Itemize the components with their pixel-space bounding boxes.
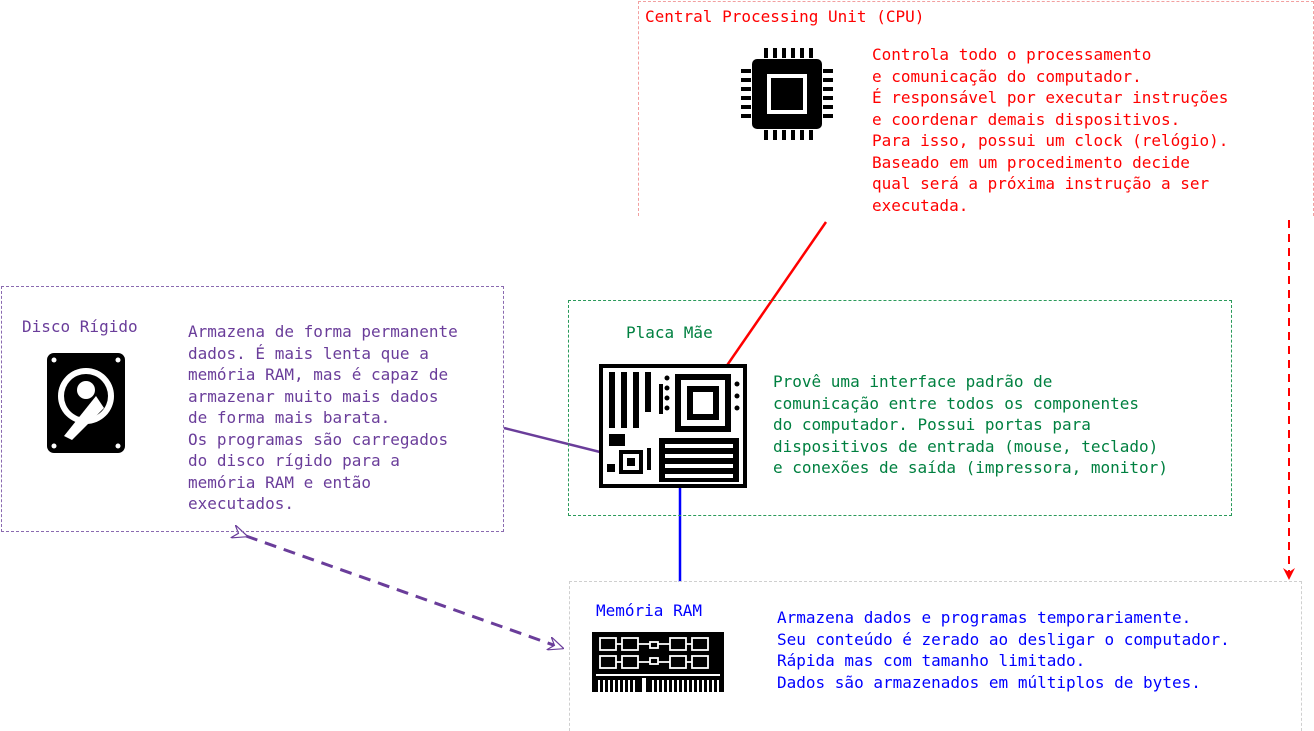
description-line: executada. (872, 195, 969, 215)
description-line: É responsável por executar instruções (872, 88, 1229, 107)
description-line: e conexões de saída (impressora, monitor… (773, 458, 1168, 477)
description-line: comunicação entre todos os componentes (773, 393, 1140, 413)
description-line: Armazena de forma permanente (188, 322, 458, 341)
disk-ram-bidirectional-arrow (246, 536, 562, 648)
description-line: Rápida mas com tamanho limitado. (777, 651, 1086, 670)
disk-to-motherboard-arrow (503, 426, 618, 460)
description-line: Provê uma interface padrão de (773, 372, 1053, 391)
disk-group (1, 286, 504, 532)
ram-description: Armazena dados e programas temporariamen… (777, 607, 1230, 693)
description-line: e coordenar demais dispositivos. (872, 109, 1181, 129)
cpu-description: Controla todo o processamento e comunicaç… (872, 44, 1228, 216)
description-line: Para isso, possui um clock (relógio). (872, 131, 1229, 150)
description-line: qual será a próxima instrução a ser (872, 174, 1210, 193)
description-line: Dados são armazenados em múltiplos de by… (777, 672, 1201, 692)
description-line: Armazena dados e programas temporariamen… (777, 608, 1192, 627)
ram-module-icon (592, 632, 724, 698)
description-line: Controla todo o processamento (872, 45, 1152, 64)
motherboard-icon (599, 364, 747, 492)
description-line: dados. É mais lenta que a (188, 343, 429, 363)
motherboard-group (568, 300, 1232, 516)
ram-group (569, 581, 1302, 731)
motherboard-description: Provê uma interface padrão de comunicação… (773, 371, 1168, 479)
description-line: armazenar muito mais dados (188, 386, 439, 406)
disk-description: Armazena de forma permanente dados. É mai… (188, 321, 458, 515)
description-line: memória RAM e então (188, 472, 372, 492)
description-line: Seu conteúdo é zerado ao desligar o comp… (777, 629, 1230, 649)
description-line: Os programas são carregados (188, 429, 449, 449)
hard-disk-icon (46, 352, 126, 458)
cpu-title: Central Processing Unit (CPU) (645, 7, 925, 26)
description-line: do disco rígido para a (188, 451, 400, 470)
description-line: e comunicação do computador. (872, 66, 1142, 86)
description-line: executados. (188, 494, 294, 513)
description-line: dispositivos de entrada (mouse, teclado) (773, 436, 1159, 456)
cpu-to-motherboard-arrow (708, 221, 828, 392)
ram-title: Memória RAM (596, 601, 702, 620)
motherboard-title: Placa Mãe (626, 323, 713, 342)
cpu-chip-icon (740, 45, 836, 145)
description-line: do computador. Possui portas para (773, 415, 1091, 434)
description-line: memória RAM, mas é capaz de (188, 365, 449, 384)
description-line: Baseado em um procedimento decide (872, 152, 1190, 172)
disk-title: Disco Rígido (22, 317, 138, 336)
description-line: de forma mais barata. (188, 408, 391, 427)
